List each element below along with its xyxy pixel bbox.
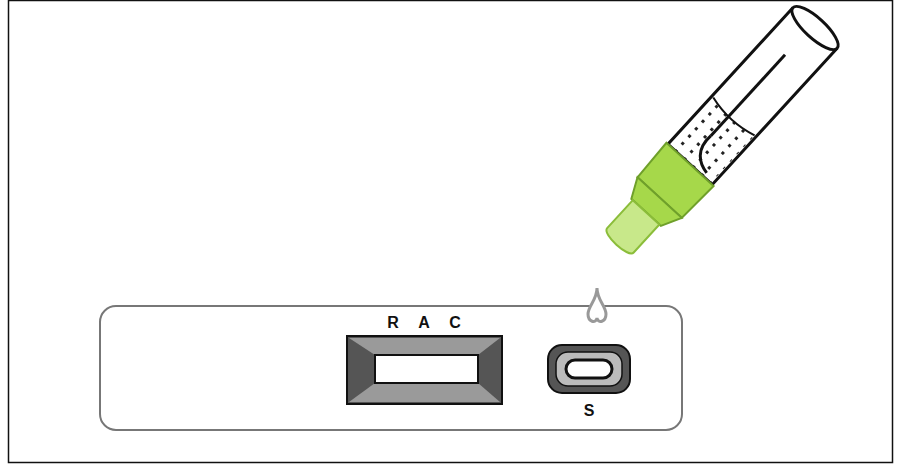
sample-well-ring (556, 352, 622, 386)
line-letter: A (418, 315, 430, 331)
line-letter: R (387, 315, 399, 331)
window-bevel (349, 338, 500, 355)
test-cassette (100, 306, 682, 430)
sample-tube (593, 0, 846, 266)
result-window (347, 336, 502, 404)
line-letter: C (449, 315, 461, 331)
window-bevel (349, 383, 500, 402)
result-strip (375, 355, 478, 383)
sample-well-hole (566, 360, 612, 378)
frame (9, 1, 893, 463)
sample-drop (588, 288, 606, 321)
sample-well (548, 345, 630, 393)
sample-letter: S (584, 403, 595, 419)
